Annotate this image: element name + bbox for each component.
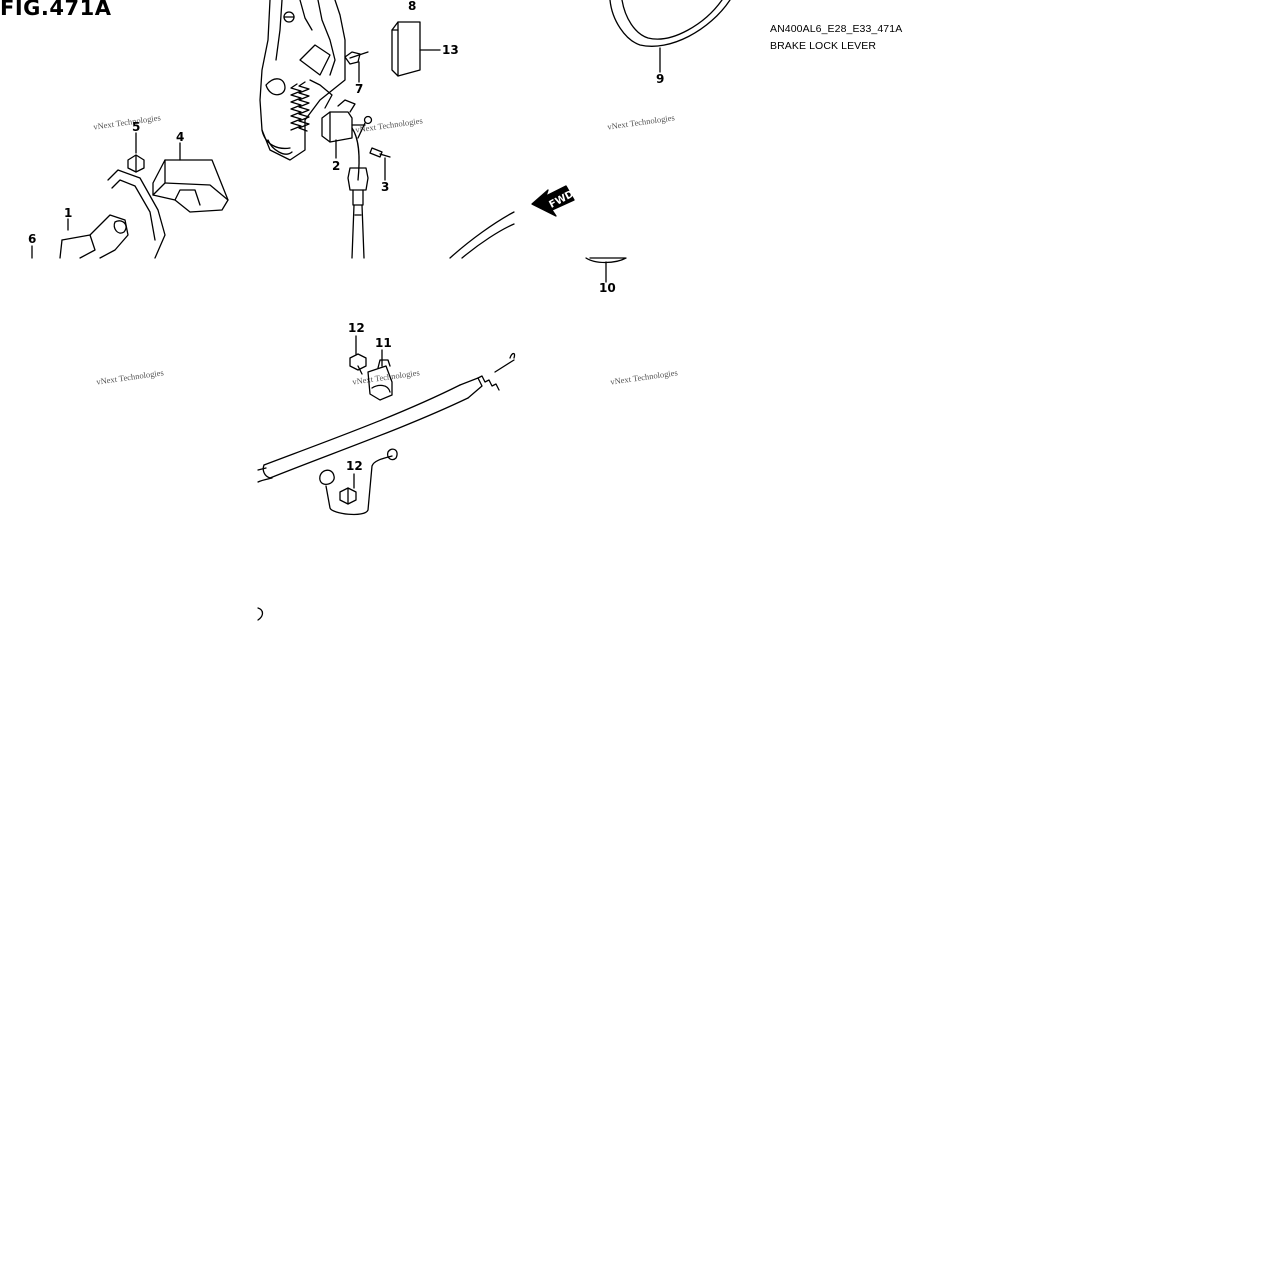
callout-12-lower: 12: [346, 459, 363, 473]
lever-cover-4: [152, 159, 229, 213]
guide-wire: [319, 448, 398, 516]
bolt-12-upper: [349, 353, 367, 375]
cable-curve: [449, 211, 515, 259]
callout-3: 3: [381, 180, 389, 194]
callout-8: 8: [408, 0, 416, 13]
callout-5: 5: [132, 120, 140, 134]
callout-7: 7: [355, 82, 363, 96]
callout-1: 1: [64, 206, 72, 220]
callout-13: 13: [442, 43, 459, 57]
bolt-3: [369, 147, 391, 158]
brake-cable-upper: [347, 167, 369, 259]
lever-plate-1: [59, 169, 166, 259]
brake-cable-lower: [257, 352, 516, 483]
callout-2: 2: [332, 159, 340, 173]
lever-bracket: [259, 0, 346, 161]
screw-5: [127, 154, 145, 173]
bolt-7: [344, 51, 369, 65]
cable-clamp-11: [367, 359, 393, 401]
callout-12-upper: 12: [348, 321, 365, 335]
callout-9: 9: [656, 72, 664, 86]
cable-9: [609, 0, 731, 47]
cable-end-mark: [257, 607, 264, 621]
callout-11: 11: [375, 336, 392, 350]
callout-labels: 1 2 3 4 5 6 7 8 9 10 11 12 12 13 FWD: [28, 0, 664, 473]
callout-4: 4: [176, 130, 184, 144]
bolt-12-lower: [339, 487, 357, 505]
spring: [290, 81, 310, 132]
figure-title: FIG.471A: [0, 0, 112, 20]
callout-6: 6: [28, 232, 36, 246]
figure-name: BRAKE LOCK LEVER: [770, 40, 877, 52]
figure-code: AN400AL6_E28_E33_471A: [770, 23, 903, 35]
fwd-arrow: [531, 185, 575, 217]
clip-10: [585, 257, 627, 264]
callout-10: 10: [599, 281, 616, 295]
rubber-pad-13: [391, 21, 421, 77]
